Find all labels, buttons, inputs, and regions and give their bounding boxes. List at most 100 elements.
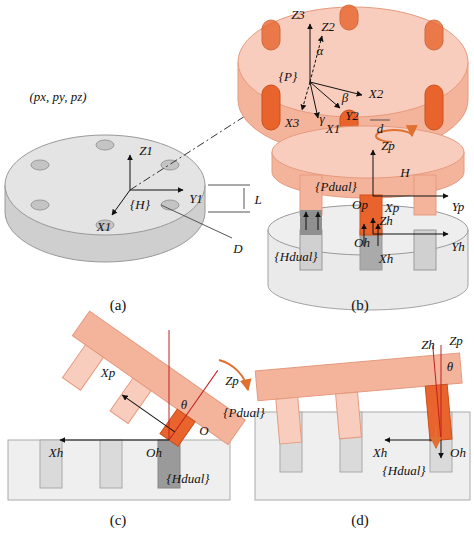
panel-b [373,150,374,196]
base-disk [161,200,179,210]
panel-d [435,426,437,448]
axis-label: D [233,242,242,255]
platform-disk [310,24,311,82]
axis-label: X2 [369,87,383,100]
panel-c [122,395,174,432]
panel-c [72,311,245,445]
axis-label: {Pdual} [223,406,264,419]
axis-label: Y2 [345,109,359,122]
axis-label: X1 [97,220,111,233]
panel-c [169,370,218,440]
axis-label: (px, py, pz) [29,90,86,103]
base-disk [208,185,250,186]
axis-label: Xh [49,446,63,459]
panel-b [414,230,436,270]
axis-label: Oh [146,446,162,459]
panel-caption: (d) [351,513,369,528]
panel-b [300,230,436,270]
axis-label: X1 [326,122,340,135]
base-disk [31,200,49,210]
panel-b [272,126,464,178]
panel-c [63,345,151,424]
platform-disk [310,82,318,118]
axis-label: Yp [452,200,465,213]
panel-d [441,440,442,458]
axis-label: α [317,44,324,57]
axis-label: {Hdual} [383,464,426,477]
axis-label: H [400,166,409,179]
axis-label: Zh [379,214,393,227]
axis-label: O [199,424,208,437]
platform-disk [425,20,443,50]
panel-c [100,440,122,488]
axis-label: {Hdual} [275,250,318,263]
panel-c [63,345,104,390]
panel-c [219,360,248,390]
panel-d [441,345,442,440]
axis-label: Oh [450,446,466,459]
base-disk [31,140,179,230]
axis-label: Zh [421,338,435,351]
panel-b [268,126,468,310]
axis-label: Oh [354,236,370,249]
panel-c [8,291,260,500]
base-disk [130,190,183,191]
panel-d [254,343,470,500]
panel-c [169,330,170,440]
axis-label: Z1 [139,144,153,157]
panel-d [276,397,302,444]
axis-label: d [377,122,384,135]
axis-label: Xh [373,446,387,459]
base-disk [244,188,245,209]
axis-label: γ [319,112,324,125]
base-disk [96,140,114,150]
base-disk [130,155,131,190]
axis-label: Yh [451,240,465,253]
axis-label: Zp [381,139,395,152]
base-disk [161,205,232,238]
panel-caption: (a) [110,298,127,313]
base-disk [208,212,250,213]
panel-d [433,345,441,440]
panel-d [280,412,452,472]
panel-b [318,212,319,230]
axis-label: Xh [379,252,393,265]
base-disk [5,135,250,262]
platform-disk [262,20,280,50]
axis-label: Y1 [189,192,203,205]
platform-disk [302,82,310,110]
platform-disk [425,85,443,130]
panel-b [414,175,436,215]
panel-d [336,392,362,439]
axis-label: Xp [385,201,399,214]
axis-label: θ [447,360,453,373]
platform-disk [262,85,280,130]
panel-b [306,212,307,230]
panel-caption: (c) [110,513,127,528]
panel-c [60,440,169,441]
base-disk [112,190,130,215]
panel-c [40,440,122,488]
panel-d [254,343,466,456]
axis-label: {P} [279,70,297,83]
axis-label: β [342,91,348,104]
base-disk [5,135,205,235]
platform-disk [370,120,390,121]
axis-label: Z2 [321,20,335,33]
axis-label: Z3 [291,8,305,21]
panel-b [373,218,374,234]
platform-disk [340,5,358,30]
axis-label: {H} [130,198,150,211]
axis-label: Zp [225,374,239,387]
panel-caption: (b) [351,298,369,313]
axis-label: L [254,193,261,206]
panel-b [378,224,379,246]
panel-b [373,234,448,235]
axis-label: Op [352,198,368,211]
panel-d [276,392,362,444]
axis-label: {Hdual} [167,472,210,485]
axis-label: X3 [285,116,299,129]
panel-d [385,440,441,441]
